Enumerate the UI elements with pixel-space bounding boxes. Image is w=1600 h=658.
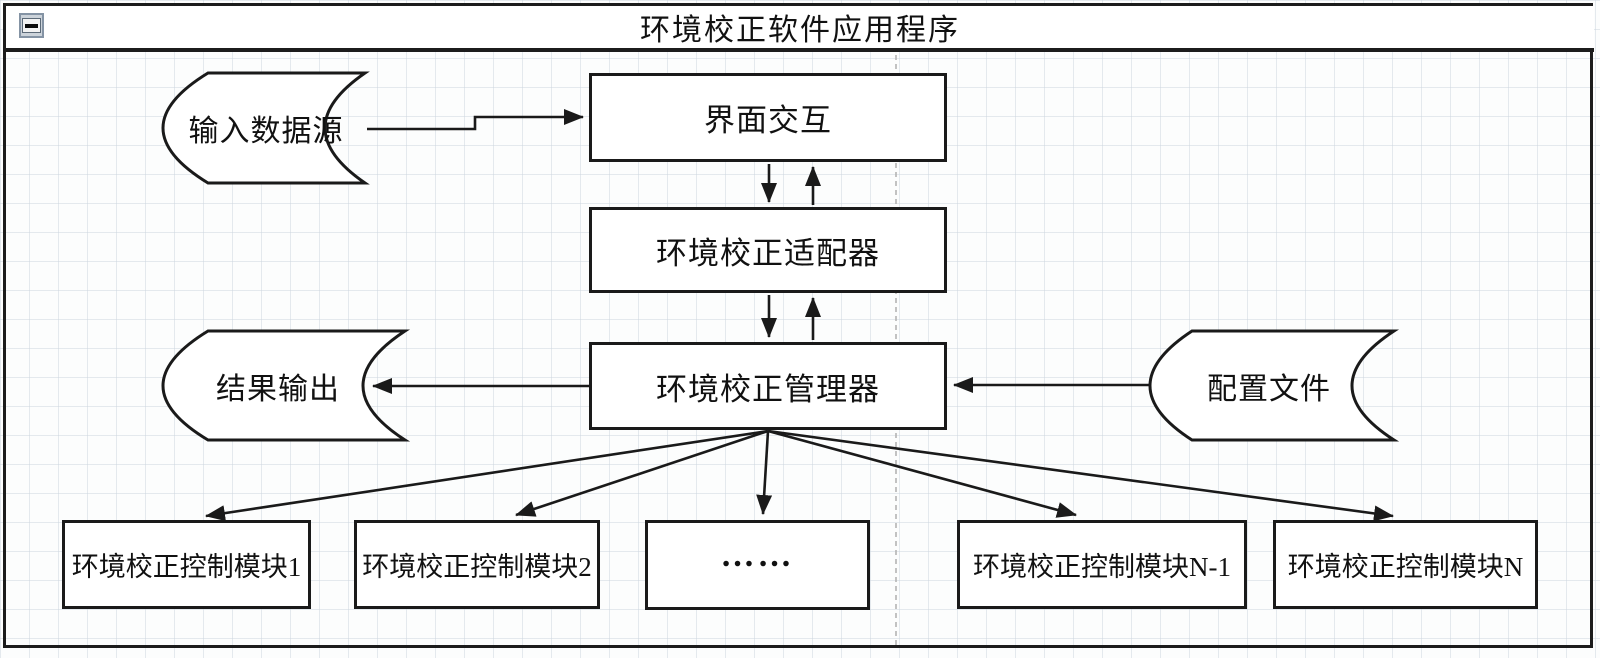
connector-manager-to-moduleN[interactable] (767, 429, 1394, 522)
connector-manager-to-module1[interactable] (205, 429, 769, 522)
node-moduleN1[interactable]: 环境校正控制模块N-1 (957, 520, 1247, 609)
node-module2-label: 环境校正控制模块2 (362, 552, 592, 582)
connector-input-to-ui[interactable] (367, 109, 584, 131)
node-moduleN1-label: 环境校正控制模块N-1 (973, 552, 1231, 582)
node-ui[interactable]: 界面交互 (589, 73, 947, 162)
group-title: 环境校正软件应用程序 (640, 14, 960, 47)
connector-manager-to-ellipsis[interactable] (756, 430, 773, 515)
node-moduleN-label: 环境校正控制模块N (1287, 552, 1524, 582)
node-input-source-label: 输入数据源 (188, 115, 344, 148)
node-module1[interactable]: 环境校正控制模块1 (62, 520, 311, 609)
connector-manager-to-moduleN1[interactable] (767, 429, 1077, 518)
minus-icon (22, 18, 41, 33)
node-input-source-label-box[interactable]: 输入数据源 (166, 75, 366, 181)
node-config-file-label: 配置文件 (1207, 372, 1331, 406)
node-module1-label: 环境校正控制模块1 (71, 552, 302, 582)
node-manager-label: 环境校正管理器 (656, 371, 880, 407)
node-module-ellipsis[interactable]: …… (645, 520, 870, 610)
node-config-file-label-box[interactable]: 配置文件 (1158, 333, 1380, 438)
ellipsis-label: …… (720, 537, 795, 574)
node-manager[interactable]: 环境校正管理器 (589, 342, 947, 430)
node-adapter[interactable]: 环境校正适配器 (589, 207, 947, 293)
node-result-output-label-box[interactable]: 结果输出 (172, 333, 384, 438)
group-titlebar[interactable]: 环境校正软件应用程序 (6, 6, 1594, 52)
shape-input-data-source[interactable] (161, 71, 370, 185)
node-ui-label: 界面交互 (704, 103, 832, 138)
group-frame (3, 3, 1593, 648)
node-result-output-label: 结果输出 (216, 372, 340, 406)
node-adapter-label: 环境校正适配器 (656, 235, 880, 271)
shape-config-file[interactable] (1148, 329, 1400, 442)
connector-manager-to-module2[interactable] (515, 429, 769, 517)
node-moduleN[interactable]: 环境校正控制模块N (1273, 520, 1538, 609)
shape-result-output[interactable] (161, 329, 411, 442)
node-module2[interactable]: 环境校正控制模块2 (354, 520, 600, 609)
collapse-button[interactable] (19, 13, 44, 38)
